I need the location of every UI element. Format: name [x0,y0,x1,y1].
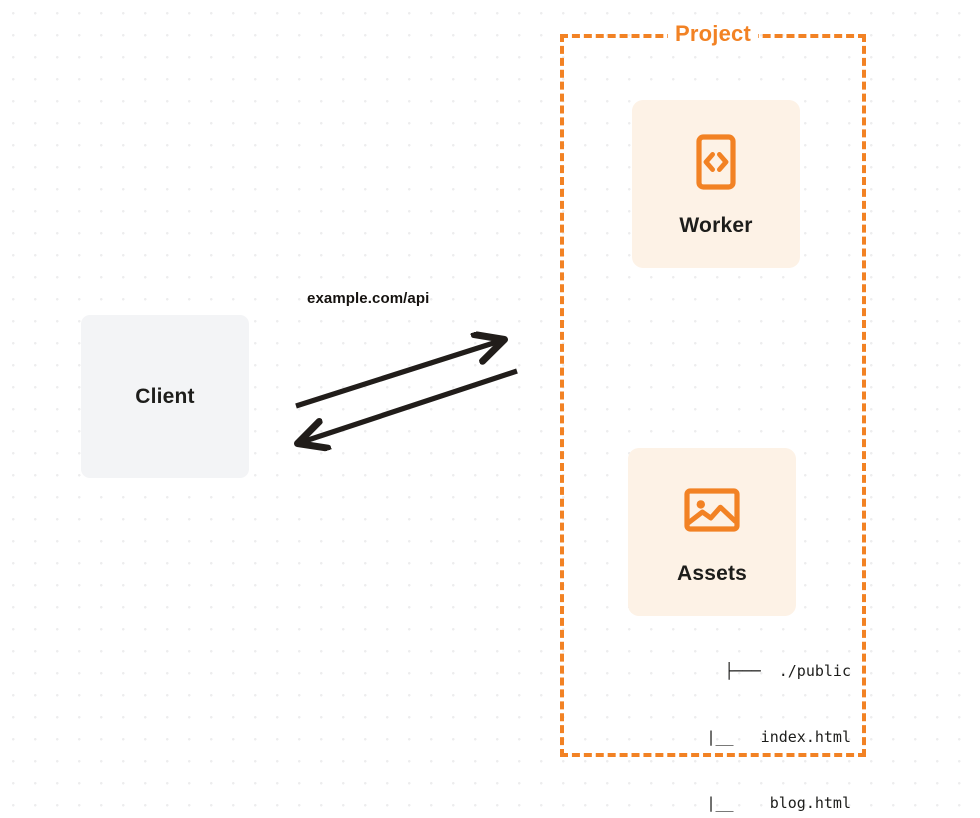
assets-node[interactable]: Assets [628,448,796,616]
client-label: Client [135,384,195,408]
file-tree-row: ├─── ./public [724,662,851,680]
project-title: Project [668,21,758,47]
client-node[interactable]: Client [81,315,249,478]
worker-node[interactable]: Worker [632,100,800,268]
connection-label: example.com/api [307,290,430,307]
project-group: Project Worker Assets ├─── ./public |__ … [560,21,866,812]
assets-label: Assets [676,562,748,585]
request-arrow [295,340,503,409]
code-brackets-icon [696,134,736,190]
assets-file-tree: ├─── ./public |__ index.html |__ blog.ht… [606,616,851,818]
response-arrow [299,368,518,443]
file-tree-row: |__ blog.html [679,794,851,812]
image-icon [684,488,740,532]
worker-label: Worker [679,214,753,237]
file-tree-row: |__ index.html [679,728,851,746]
